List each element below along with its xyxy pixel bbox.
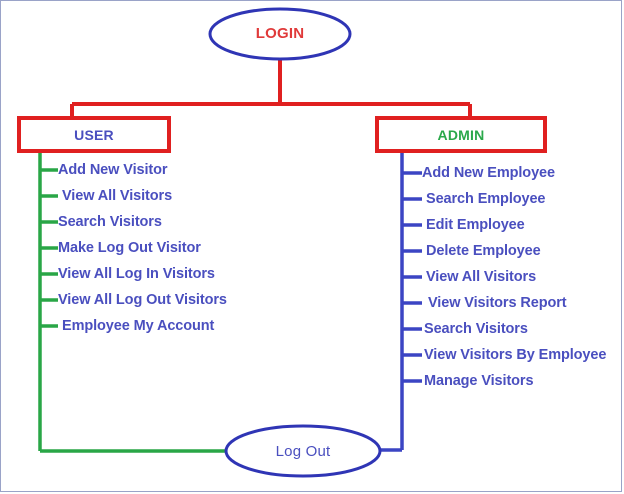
user-item-view-all-log-in-visitors[interactable]: View All Log In Visitors	[58, 266, 215, 282]
user-item-employee-my-account[interactable]: Employee My Account	[62, 318, 215, 334]
root-connector-login-to-branches	[70, 57, 472, 120]
user-item-search-visitors[interactable]: Search Visitors	[58, 214, 162, 230]
admin-item-delete-employee[interactable]: Delete Employee	[426, 243, 541, 259]
admin-item-search-visitors[interactable]: Search Visitors	[424, 321, 528, 337]
user-node-box[interactable]	[17, 116, 171, 153]
admin-node-label: ADMIN	[437, 127, 485, 143]
logout-node-ellipse[interactable]	[224, 424, 382, 478]
login-node-ellipse[interactable]	[208, 7, 352, 61]
admin-item-search-employee[interactable]: Search Employee	[426, 191, 546, 207]
user-item-view-all-log-out-visitors[interactable]: View All Log Out Visitors	[58, 292, 227, 308]
login-node-label: LOGIN	[255, 25, 305, 42]
user-item-make-log-out-visitor[interactable]: Make Log Out Visitor	[58, 240, 201, 256]
admin-node-box[interactable]	[375, 116, 547, 153]
admin-item-edit-employee[interactable]: Edit Employee	[426, 217, 525, 233]
user-branch-connectors	[38, 153, 226, 453]
user-node-label: USER	[74, 127, 114, 143]
admin-item-view-visitors-by-employee[interactable]: View Visitors By Employee	[424, 347, 607, 363]
user-item-add-new-visitor[interactable]: Add New Visitor	[58, 162, 168, 178]
admin-item-view-visitors-report[interactable]: View Visitors Report	[428, 295, 567, 311]
admin-item-view-all-visitors[interactable]: View All Visitors	[426, 269, 537, 285]
admin-item-add-new-employee[interactable]: Add New Employee	[422, 165, 555, 181]
logout-node-label: Log Out	[275, 443, 331, 460]
admin-item-manage-visitors[interactable]: Manage Visitors	[424, 373, 534, 389]
admin-branch-connectors	[370, 153, 422, 452]
user-item-view-all-visitors[interactable]: View All Visitors	[62, 188, 173, 204]
